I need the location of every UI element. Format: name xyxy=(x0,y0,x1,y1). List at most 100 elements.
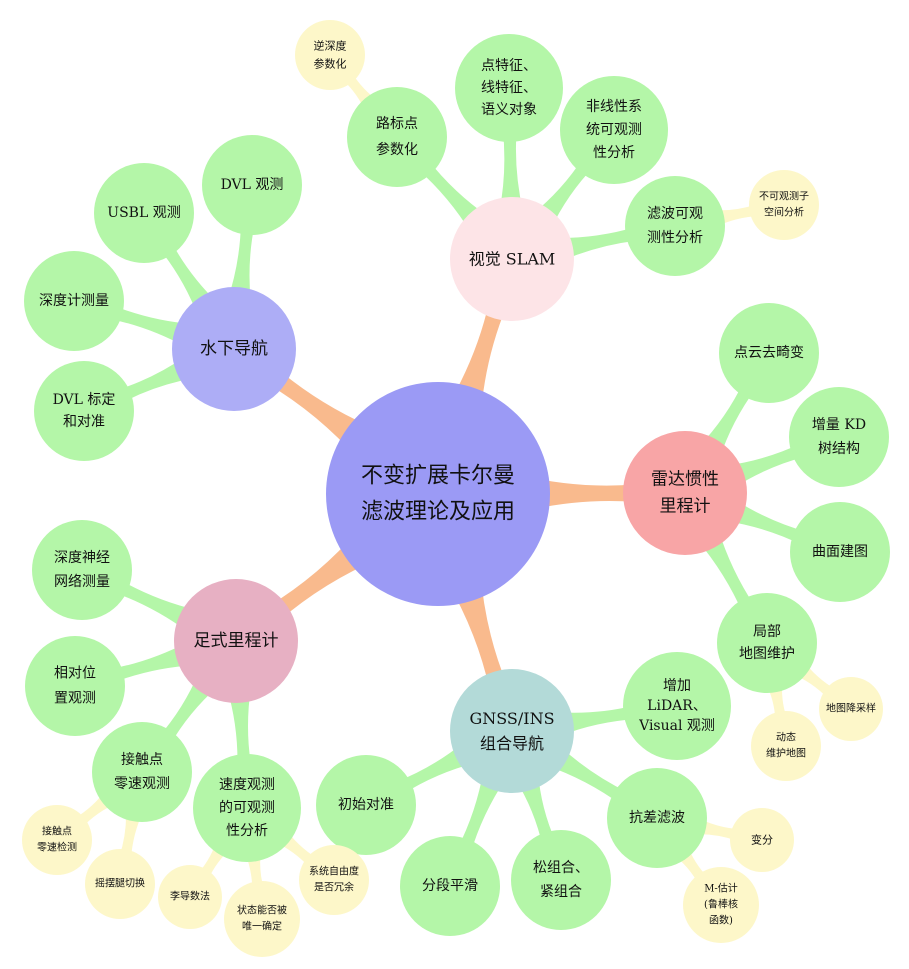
leaf-node-label: 统可观测 xyxy=(586,122,642,138)
branch-underwater-circle xyxy=(172,287,296,411)
leaf-node-circle xyxy=(789,387,889,487)
leaf-node-circle xyxy=(34,361,134,461)
subleaf-node-label: 系统自由度 xyxy=(309,865,359,878)
leaf-node-label: 紧组合 xyxy=(540,884,582,900)
subleaf-node-label: (鲁棒核 xyxy=(704,898,738,911)
subleaf-node: 地图降采样 xyxy=(819,677,883,741)
leaf-node-label: 测性分析 xyxy=(647,230,703,246)
leaf-node-circle xyxy=(455,34,563,142)
leaf-connector xyxy=(556,705,639,736)
leaf-node-label: 初始对准 xyxy=(338,796,394,813)
leaf-connector xyxy=(724,498,808,546)
leaf-connector xyxy=(109,641,195,683)
leaf-node-label: 地图维护 xyxy=(739,646,795,662)
subleaf-node-label: 动态 xyxy=(776,731,796,744)
subleaf-node-label: 不可观测子 xyxy=(759,190,809,203)
branch-legged-label: 足式里程计 xyxy=(194,631,279,651)
leaf-node-label: 性分析 xyxy=(226,823,268,839)
subleaf-node-circle xyxy=(295,20,365,90)
leaf-connector xyxy=(457,769,506,854)
subleaf-node-circle xyxy=(22,805,92,875)
leaf-node-circle xyxy=(717,593,817,693)
branch-gnss-label: GNSS/INS xyxy=(469,709,554,728)
leaf-node-label: 滤波可观 xyxy=(647,206,703,222)
leaf-connector xyxy=(724,443,807,489)
branch-slam: 视觉 SLAM xyxy=(450,197,574,321)
subleaf-node-circle xyxy=(85,849,155,919)
subleaf-node-circle xyxy=(158,865,222,929)
subleaf-node-label: 是否冗余 xyxy=(314,881,354,894)
leaf-node: 松组合、紧组合 xyxy=(511,830,611,930)
leaf-node-label: Visual 观测 xyxy=(638,718,715,734)
leaf-node-circle xyxy=(202,135,302,235)
leaf-node: 抗差滤波 xyxy=(607,768,707,868)
leaf-node-label: USBL 观测 xyxy=(107,205,180,221)
subleaf-node: 李导数法 xyxy=(158,865,222,929)
leaf-node-circle xyxy=(24,251,124,351)
leaf-node-label: DVL 标定 xyxy=(53,392,116,408)
leaf-node: 深度计测量 xyxy=(24,251,124,351)
leaf-node: 初始对准 xyxy=(316,755,416,855)
subleaf-node-circle xyxy=(299,845,369,915)
subleaf-node-label: 摇摆腿切换 xyxy=(95,877,145,890)
branch-underwater: 水下导航 xyxy=(172,287,296,411)
leaf-node-label: 树结构 xyxy=(818,441,860,457)
subleaf-node-label: 函数) xyxy=(709,914,733,927)
leaf-node-label: 路标点 xyxy=(376,116,418,132)
leaf-node-label: 速度观测 xyxy=(219,777,275,793)
leaf-node-circle xyxy=(316,755,416,855)
branch-legged-circle xyxy=(174,579,298,703)
leaf-node-circle xyxy=(32,520,132,620)
subleaf-node-label: 维护地图 xyxy=(766,747,806,760)
branch-legged: 足式里程计 xyxy=(174,579,298,703)
leaf-connector xyxy=(555,226,640,262)
branch-gnss-label: 组合导航 xyxy=(480,734,544,753)
leaf-node-circle xyxy=(94,163,194,263)
subleaf-node-label: 空间分析 xyxy=(764,206,804,219)
leaf-node: 曲面建图 xyxy=(790,502,890,602)
subleaf-node-label: M-估计 xyxy=(704,882,738,895)
leaf-connector xyxy=(113,579,199,633)
subleaf-node-label: 参数化 xyxy=(314,57,347,71)
leaf-node-circle xyxy=(400,836,500,936)
subleaf-node: 变分 xyxy=(730,808,794,872)
leaf-node-circle xyxy=(560,76,668,184)
leaf-node-label: DVL 观测 xyxy=(221,177,284,193)
branch-lidar-label: 雷达惯性 xyxy=(651,470,719,490)
branch-underwater-label: 水下导航 xyxy=(200,339,268,359)
subleaf-node: 摇摆腿切换 xyxy=(85,849,155,919)
leaf-node-label: 和对准 xyxy=(63,414,105,430)
leaf-node-label: 置观测 xyxy=(54,691,96,707)
leaf-node-label: 参数化 xyxy=(376,141,418,158)
leaf-node: DVL 观测 xyxy=(202,135,302,235)
branch-lidar-circle xyxy=(623,431,747,555)
subleaf-node-circle xyxy=(224,881,300,957)
leaf-node: 点云去畸变 xyxy=(719,303,819,403)
subleaf-node-label: 地图降采样 xyxy=(826,702,876,715)
subleaf-node-label: 零速检测 xyxy=(37,841,77,854)
leaf-node-label: 深度计测量 xyxy=(39,293,109,309)
leaf-node-label: 相对位 xyxy=(54,666,96,682)
leaf-node-label: 网络测量 xyxy=(54,574,110,590)
leaf-connector xyxy=(227,686,252,769)
subleaf-node-label: 变分 xyxy=(751,833,773,847)
leaf-connector xyxy=(499,128,524,213)
leaf-node-label: 点云去畸变 xyxy=(734,345,804,361)
subleaf-node-circle xyxy=(730,808,794,872)
branch-gnss-circle xyxy=(450,669,574,793)
